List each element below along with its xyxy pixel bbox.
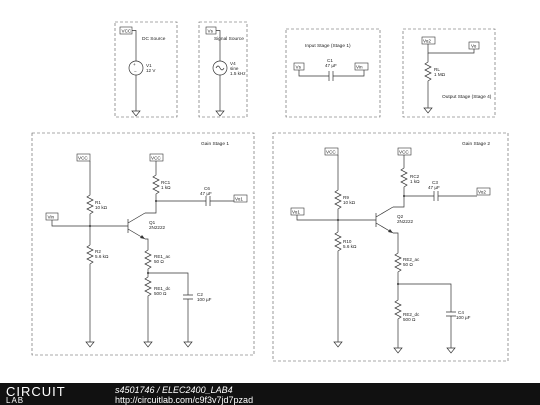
- g1-in-tag: Vin: [48, 215, 55, 220]
- g1-r1-value: 10 kΩ: [95, 205, 108, 210]
- v4-wave: sine: [230, 66, 239, 71]
- ground-icon: [215, 107, 225, 117]
- v4-name: V4: [230, 61, 236, 66]
- g2-redc-value: 500 Ω: [403, 317, 416, 322]
- g1-vcc1-tag: VCC: [78, 156, 88, 161]
- gain-stage-1-block: Gain Stage 1 VCC VCC R1 10 kΩ R2 5.6 kΩ …: [31, 132, 255, 356]
- g2-q2-transistor: [375, 206, 394, 234]
- g2-in-tag: Vo1: [292, 210, 300, 215]
- g1-c6-value: 47 µF: [200, 191, 212, 196]
- vs-tag-label: Vs: [208, 29, 214, 34]
- g2-c3-capacitor: [433, 191, 439, 201]
- ground-icon: [143, 338, 153, 348]
- g1-r2-name: R2: [95, 249, 101, 254]
- g1-q1-transistor: [127, 212, 146, 240]
- v1-value: 12 V: [146, 68, 156, 73]
- dc-source-block: DC Source VCC + − V1 12 V: [114, 21, 178, 118]
- g2-rc-value: 1 kΩ: [410, 179, 420, 184]
- rl-name: RL: [434, 67, 440, 72]
- g1-reac-value: 50 Ω: [154, 259, 164, 264]
- g2-r9-value: 10 kΩ: [343, 200, 356, 205]
- gain-stage-2-block: Gain Stage 2 VCC VCC R9 10 kΩ R10 5.6 kΩ…: [272, 132, 509, 362]
- g2-r10-name: R10: [343, 239, 352, 244]
- output-stage-title: Output Stage (Stage 4): [442, 94, 492, 100]
- g2-c4-value: 100 µF: [456, 315, 471, 320]
- v4-freq: 1.5 kHz: [230, 71, 246, 76]
- g1-c2-value: 100 µF: [197, 297, 212, 302]
- g2-r10-resistor: [334, 231, 342, 339]
- c1-capacitor: [328, 71, 334, 81]
- circuitlab-logo: CIRCUIT: [6, 384, 66, 399]
- g2-q2-name: Q2: [397, 214, 404, 219]
- project-title: s4501746 / ELEC2400_LAB4: [115, 385, 233, 395]
- g1-out-tag: Vo1: [235, 197, 243, 202]
- signal-source-block: Signal Source Vs V4 sine 1.5 kHz: [198, 21, 248, 118]
- gain-stage-1-title: Gain Stage 1: [201, 141, 229, 147]
- project-url[interactable]: http://circuitlab.com/c9f3v7jd7pzad: [115, 395, 254, 405]
- input-stage-block: Input Stage (Stage 1) Vs Vin C1 47 µF: [285, 28, 381, 118]
- rl-resistor: [424, 53, 432, 105]
- svg-text:−: −: [134, 69, 137, 74]
- g1-r2-resistor: [86, 244, 94, 339]
- gain-stage-2-title: Gain Stage 2: [462, 141, 490, 147]
- g2-rc-name: RC2: [410, 174, 420, 179]
- schematic-canvas: DC Source VCC + − V1 12 V Signal Source …: [31, 21, 509, 362]
- svg-text:+: +: [133, 62, 136, 67]
- g2-reac-value: 50 Ω: [403, 262, 413, 267]
- g2-q2-value: 2N2222: [397, 219, 414, 224]
- ground-icon: [183, 338, 193, 348]
- c1-name: C1: [327, 58, 333, 63]
- g1-c2-capacitor: [183, 294, 193, 300]
- ground-icon: [85, 338, 95, 348]
- input-left-tag: Vs: [296, 65, 302, 70]
- g2-c3-name: C3: [432, 180, 438, 185]
- g1-reac-name: RE1_ac: [154, 254, 171, 259]
- dc-source-title: DC Source: [142, 36, 166, 42]
- g1-r1-name: R1: [95, 200, 101, 205]
- output-right-tag: Vo: [471, 44, 477, 49]
- signal-source-title: Signal Source: [214, 36, 244, 42]
- g1-c2-name: C2: [197, 292, 203, 297]
- g1-redc-name: RE1_dc: [154, 286, 171, 291]
- g2-reac-name: RE2_ac: [403, 257, 420, 262]
- g1-rc-name: RC1: [161, 180, 171, 185]
- vcc-tag-label: VCC: [122, 29, 132, 34]
- ground-icon: [131, 107, 141, 117]
- ground-icon: [446, 344, 456, 354]
- ground-icon: [423, 104, 433, 114]
- g2-c4-name: C4: [458, 310, 464, 315]
- g2-out-tag: Vo2: [478, 190, 486, 195]
- v1-name: V1: [146, 63, 152, 68]
- g1-rc-value: 1 kΩ: [161, 185, 171, 190]
- g1-q1-value: 2N2222: [149, 225, 166, 230]
- circuitlab-logo-lab: LAB: [6, 396, 25, 405]
- g1-redc-value: 500 Ω: [154, 291, 167, 296]
- footer-bar: CIRCUIT LAB s4501746 / ELEC2400_LAB4 htt…: [0, 383, 540, 405]
- g1-c6-capacitor: [205, 196, 211, 206]
- g2-vcc1-tag: VCC: [326, 150, 336, 155]
- g2-vcc2-tag: VCC: [399, 150, 409, 155]
- g2-r9-name: R9: [343, 195, 349, 200]
- ground-icon: [333, 338, 343, 348]
- g2-c3-value: 47 µF: [428, 185, 440, 190]
- g2-r9-resistor: [334, 155, 342, 232]
- g2-r10-value: 5.6 kΩ: [343, 244, 357, 249]
- c1-value: 47 µF: [325, 63, 337, 68]
- g2-c4-capacitor: [446, 311, 456, 317]
- input-right-tag: Vin: [356, 65, 363, 70]
- output-left-tag: Vo2: [423, 39, 431, 44]
- g1-vcc2-tag: VCC: [151, 156, 161, 161]
- g1-r1-resistor: [86, 161, 94, 245]
- rl-value: 1 MΩ: [434, 72, 446, 77]
- g1-c6-name: C6: [204, 186, 210, 191]
- g1-q1-name: Q1: [149, 220, 156, 225]
- ground-icon: [393, 344, 403, 354]
- g1-r2-value: 5.6 kΩ: [95, 254, 109, 259]
- g2-redc-name: RE2_dc: [403, 312, 420, 317]
- output-stage-block: Vo2 Vo RL 1 MΩ Output Stage (Stage 4): [402, 28, 496, 118]
- input-stage-title: Input Stage (Stage 1): [305, 43, 351, 49]
